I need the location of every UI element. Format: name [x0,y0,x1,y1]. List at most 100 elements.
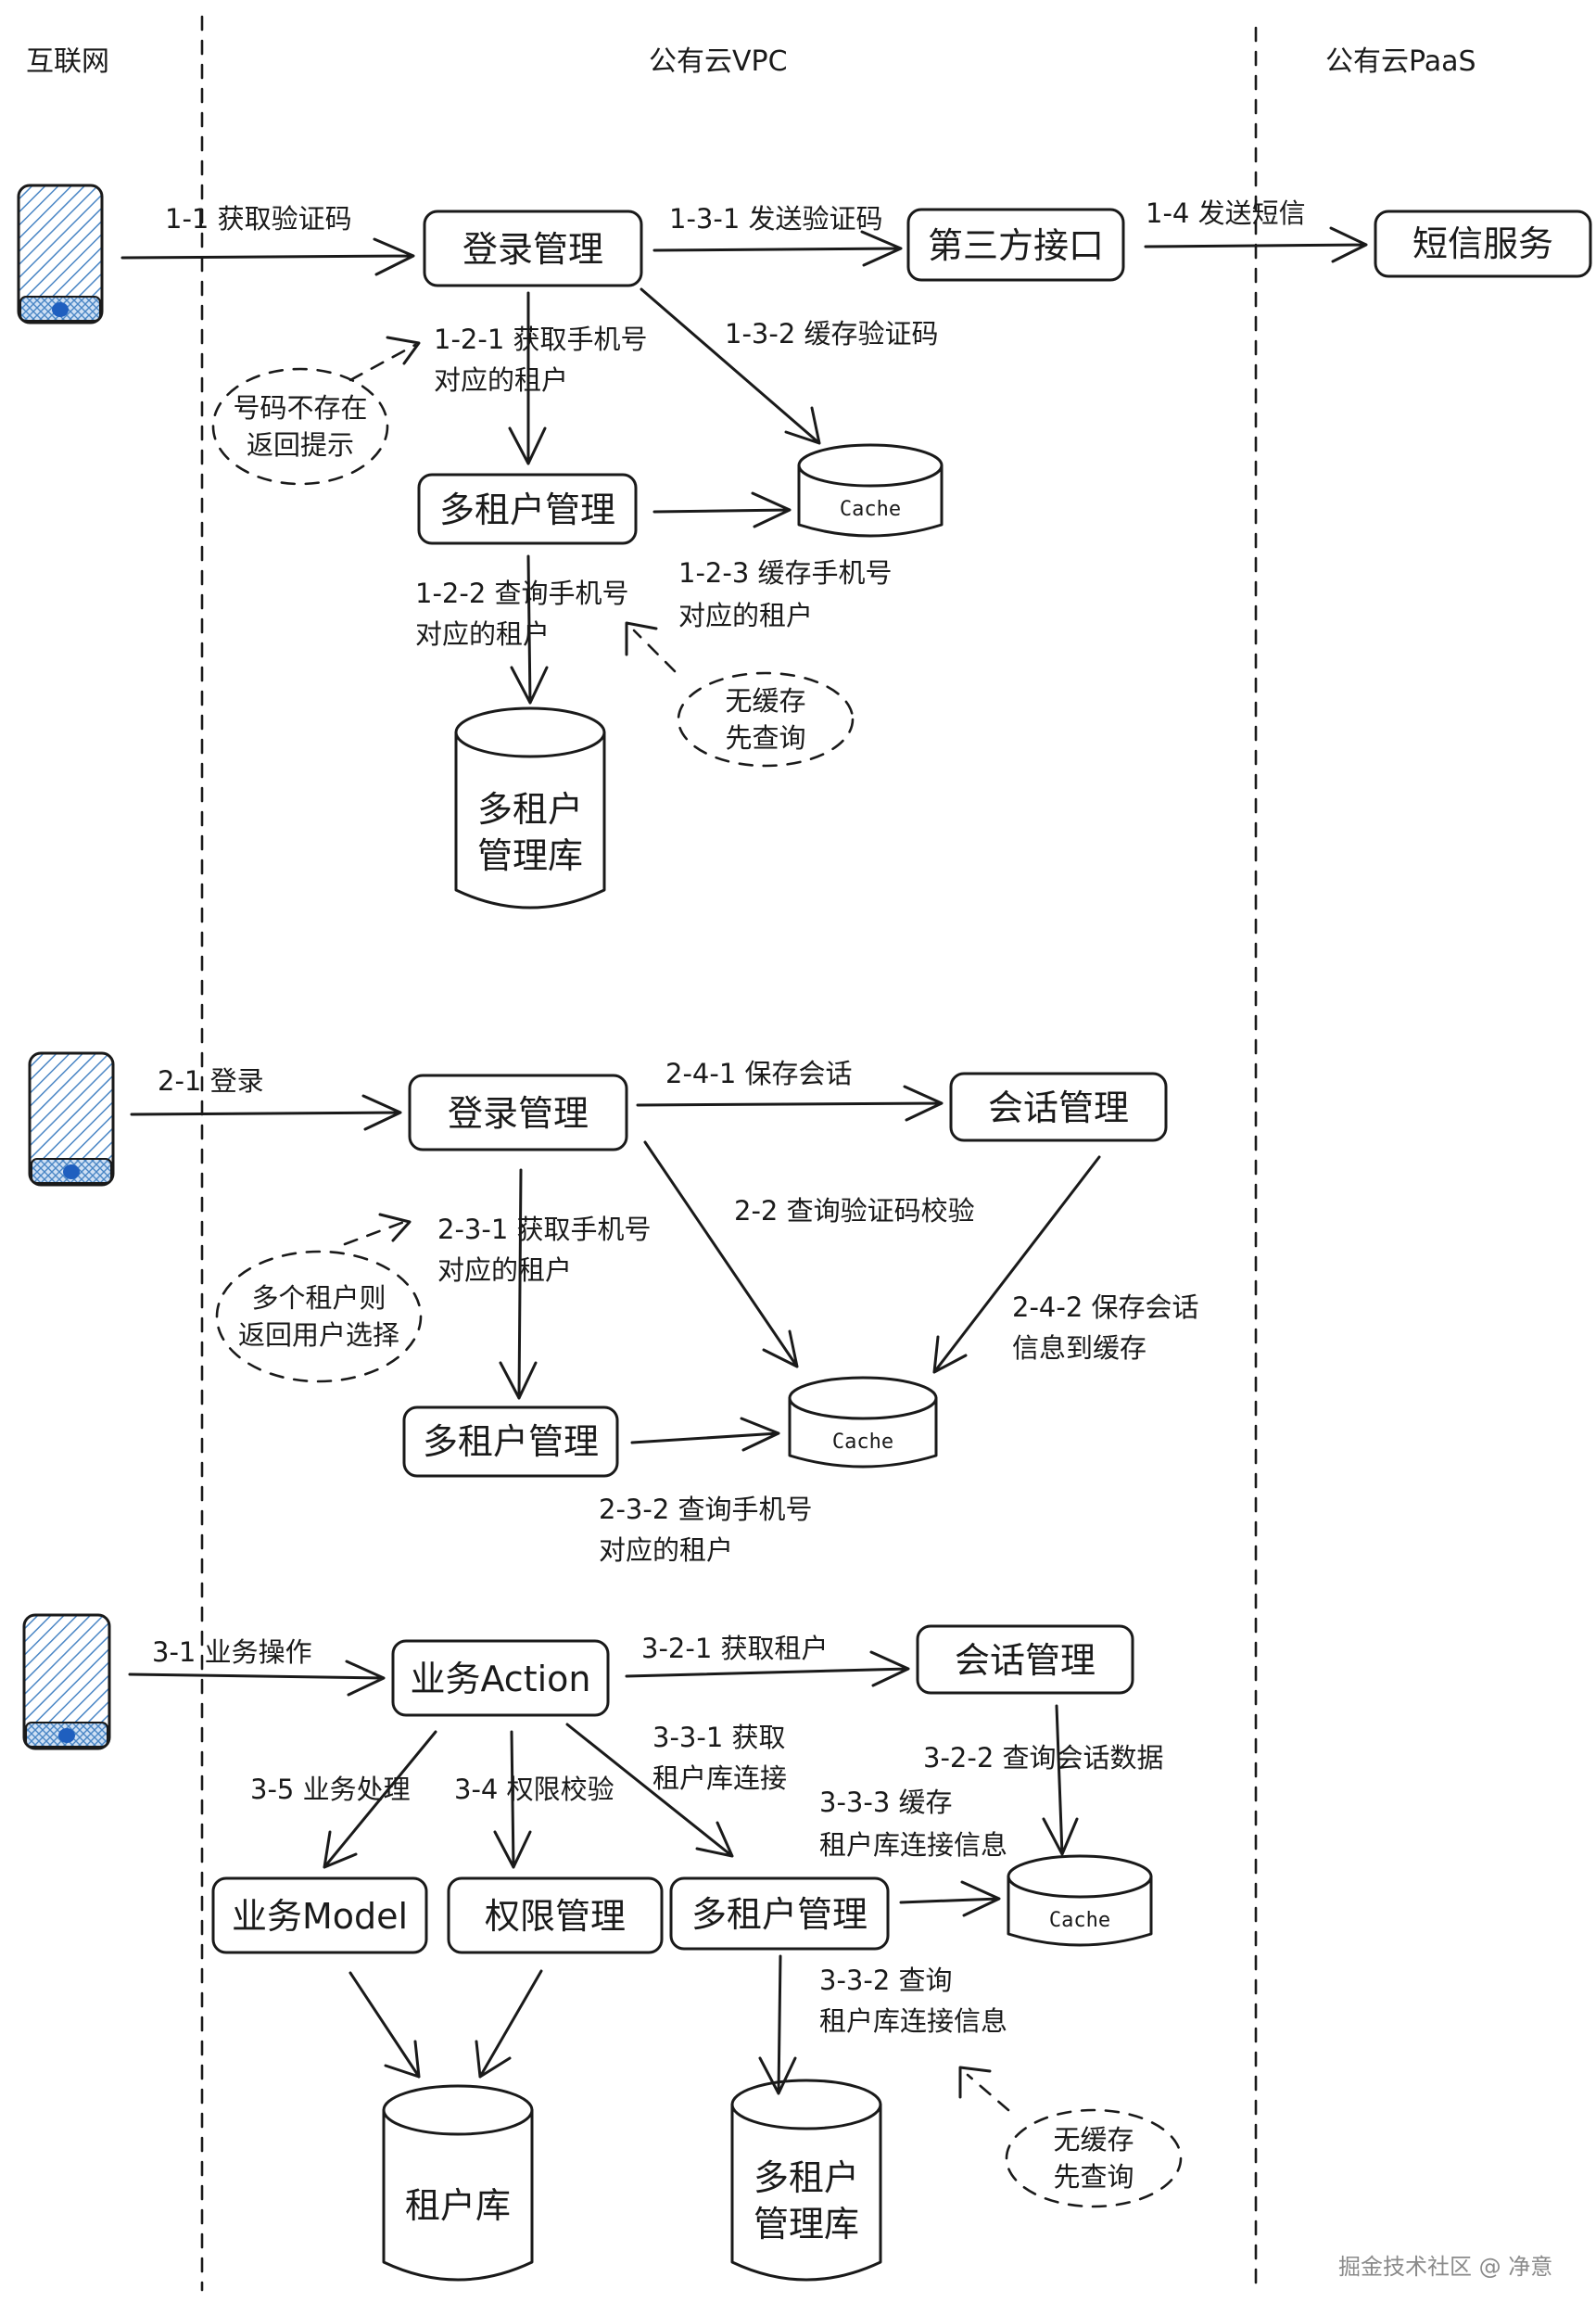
s1-sms-box [1374,210,1592,278]
s1-label-1-2-2-a: 1-2-2 查询手机号 [415,578,629,609]
s3-action-label: 业务Action [410,1659,590,1699]
s3-db-mgmt-label-2: 管理库 [754,2204,859,2245]
s3-model-box [211,1876,428,1954]
s3-dash-note [966,2073,1010,2112]
s2-tenant-label: 多租户管理 [423,1421,599,1462]
watermark: 掘金技术社区 @ 净意 [1338,2254,1552,2280]
zone-vpc: 公有云VPC [649,45,788,78]
s3-arrow-3-3-2 [758,1954,797,2095]
s1-login-label: 登录管理 [462,229,603,270]
s3-arrow-3-3-1 [565,1723,734,1858]
s1-login-box [423,210,643,287]
phone-icon [28,1051,115,1187]
s3-db-tenant-icon [382,2084,534,2282]
s3-session-box [916,1624,1134,1695]
s3-label-3-5: 3-5 业务处理 [250,1774,411,1805]
s3-cache-label: Cache [1049,1909,1110,1932]
s3-note-no-cache [1005,2108,1183,2208]
s1-note-not-exist-1: 号码不存在 [233,392,367,424]
s1-label-1-4: 1-4 发送短信 [1146,197,1306,229]
zone-internet: 互联网 [26,45,109,78]
s2-arrow-2-1 [130,1094,402,1131]
s3-label-3-3-1-a: 3-3-1 获取 [652,1722,786,1753]
s2-label-2-2: 2-2 查询验证码校验 [734,1195,975,1227]
s2-login-box [408,1074,628,1151]
s2-label-2-3-2-a: 2-3-2 查询手机号 [599,1494,813,1525]
s3-note-no-cache-1: 无缓存 [1053,2124,1134,2156]
s1-dash-note2-head [625,621,658,656]
s3-tenant-box [669,1876,890,1951]
s3-db-tenant-label: 租户库 [405,2185,511,2226]
s3-label-3-4: 3-4 权限校验 [454,1774,614,1805]
s1-label-1-2-2-b: 对应的租户 [415,618,550,650]
s1-third-box [906,208,1125,282]
s3-db-mgmt-icon [730,2079,882,2282]
s1-note-not-exist [211,367,389,486]
s3-arrow-3-2-1 [625,1650,910,1687]
s1-label-1-2-1-a: 1-2-1 获取手机号 [434,324,648,355]
s1-sms-label: 短信服务 [1412,223,1553,264]
s2-label-2-3-2-b: 对应的租户 [599,1534,733,1566]
phone-icon [17,184,104,324]
s3-note-no-cache-2: 先查询 [1053,2161,1134,2193]
s1-label-1-2-1-b: 对应的租户 [434,364,568,396]
phone-icon [22,1613,111,1750]
s1-dash-note2 [632,629,677,673]
s3-arrow-3-1 [128,1660,386,1697]
s1-label-1-2-3-a: 1-2-3 缓存手机号 [678,557,893,589]
s2-label-2-4-1: 2-4-1 保存会话 [665,1058,853,1089]
s2-arrow-2-2 [643,1140,799,1368]
s2-note-multi-tenant [215,1250,423,1383]
s1-db-icon [454,706,606,909]
s2-session-label: 会话管理 [988,1087,1129,1128]
s3-label-3-3-3-a: 3-3-3 缓存 [819,1787,953,1818]
zone-paas: 公有云PaaS [1325,45,1476,78]
s2-note-multi-tenant-2: 返回用户选择 [238,1319,399,1351]
s1-dash-note1 [348,343,417,382]
s1-tenant-label: 多租户管理 [439,490,615,530]
s3-model-label: 业务Model [232,1896,408,1937]
s3-label-3-3-2-a: 3-3-2 查询 [819,1965,953,1996]
s1-label-1-3-1: 1-3-1 发送验证码 [669,203,883,235]
s3-tenant-label: 多租户管理 [691,1894,868,1935]
s2-label-2-4-2-a: 2-4-2 保存会话 [1012,1291,1199,1323]
s3-dash-note-head [958,2066,992,2099]
s3-session-label: 会话管理 [955,1640,1096,1681]
s2-label-2-4-2-b: 信息到缓存 [1012,1332,1146,1364]
s3-perm-box [447,1876,664,1954]
s3-arrow-perm-db [475,1969,543,2079]
s1-arrow-1-3-1 [652,230,903,267]
s2-cache-icon [788,1376,938,1469]
s3-arrow-3-4 [493,1730,532,1869]
s2-arrow-2-4-2 [932,1155,1101,1374]
s1-note-no-cache-2: 先查询 [725,722,805,754]
s2-tenant-box [402,1405,619,1478]
s2-login-label: 登录管理 [448,1093,589,1134]
s2-cache-label: Cache [832,1431,893,1454]
s3-arrow-3-5 [323,1730,437,1869]
s2-session-box [949,1072,1168,1142]
s1-arrow-tenant-cache [652,491,792,528]
s1-dash-note1-head [386,336,421,365]
s2-arrows [130,1085,1101,1452]
s3-arrow-3-2-2 [1042,1704,1079,1856]
s3-label-3-3-1-b: 租户库连接 [652,1762,787,1794]
s2-arrow-2-4-1 [636,1085,944,1122]
s2-dash-note [343,1220,406,1246]
s3-perm-label: 权限管理 [485,1896,626,1937]
s1-third-label: 第三方接口 [928,225,1104,266]
s1-arrow-1-3-2 [640,287,821,445]
s3-cache-icon [1007,1854,1153,1947]
s1-db-label-1: 多租户 [477,789,583,830]
s2-dash-note-head [378,1213,412,1242]
s1-arrow-1-4 [1144,226,1368,263]
s2-label-2-3-1-b: 对应的租户 [437,1254,572,1286]
s3-action-box [391,1639,610,1717]
s3-label-3-3-2-b: 租户库连接信息 [819,2005,1007,2037]
s1-tenant-box [417,473,638,545]
s1-arrow-1-2-2 [510,554,549,705]
s1-note-no-cache-1: 无缓存 [725,685,805,717]
s3-arrow-model-db [348,1971,421,2079]
s1-label-1-1: 1-1 获取验证码 [165,203,352,235]
